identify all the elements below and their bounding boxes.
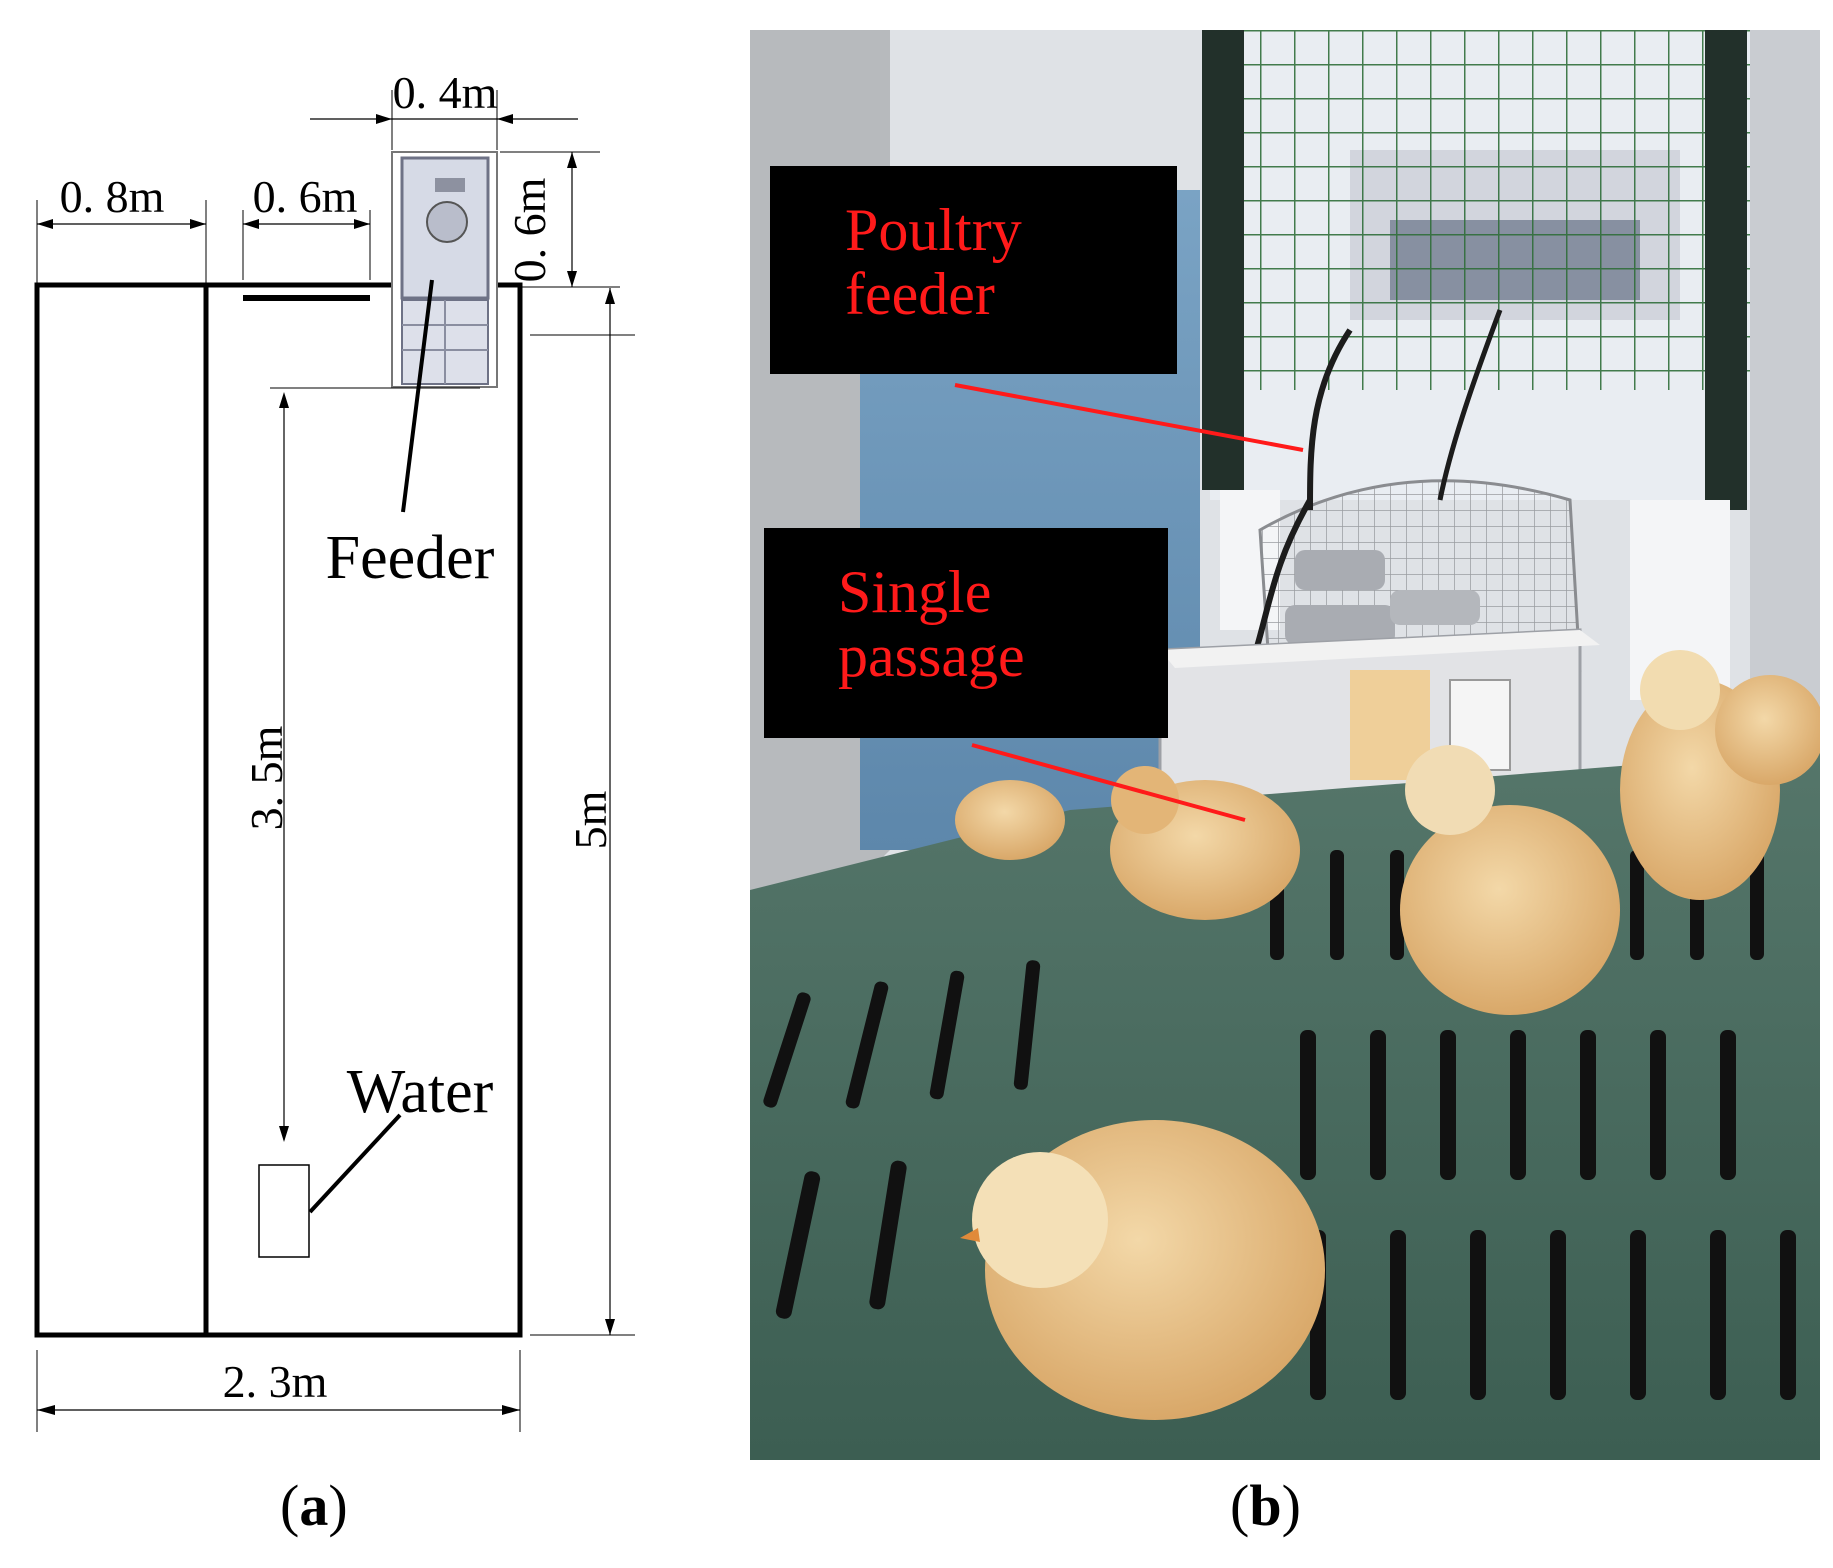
dim-label-2-3m: 2. 3m [223, 1356, 328, 1407]
feeder-label: Feeder [326, 524, 495, 592]
dimension-feeder-offset [242, 210, 371, 280]
single-passage-label-box [764, 528, 1168, 738]
dimension-feeder-to-water [270, 387, 480, 1142]
floor-plan-diagram: 0. 4m 0. 8m 0. 6m 0. 6m [34, 67, 635, 1432]
dim-label-5m: 5m [565, 790, 616, 849]
dim-label-0-4m: 0. 4m [393, 67, 498, 118]
dimension-left-corridor [36, 200, 207, 283]
dimension-feeder-depth [500, 151, 620, 288]
dimension-top-width [310, 90, 578, 150]
chicks [955, 650, 1825, 1420]
panel-a-caption: (a) [280, 1473, 348, 1538]
dim-label-0-6m-horizontal: 0. 6m [253, 171, 358, 222]
single-passage-label: Single passage [838, 559, 1025, 689]
dimension-total-length [530, 288, 635, 1336]
single-passage-pointer [971, 743, 1246, 822]
post-left [1202, 30, 1244, 490]
panel-b-caption: (b) [1230, 1473, 1301, 1538]
water-container [258, 1164, 310, 1258]
photo-panel: Poultry feeder Single passage [750, 30, 1825, 1460]
poultry-pen-photo [750, 30, 1825, 1460]
poultry-feeder-label-box [770, 166, 1177, 374]
poultry-feeder-device [1247, 309, 1582, 682]
dim-label-0-8m: 0. 8m [60, 171, 165, 222]
water-leader-line [308, 1113, 402, 1214]
feeder-device [391, 151, 498, 388]
post-right [1705, 30, 1747, 510]
poultry-feeder-pointer [954, 383, 1304, 452]
pen-outline [34, 282, 523, 1338]
poultry-feeder-label: Poultry feeder [845, 197, 1022, 327]
dim-label-0-6m-vertical: 0. 6m [504, 177, 555, 282]
dimension-total-width [36, 1350, 521, 1432]
dim-label-3-5m: 3. 5m [241, 725, 292, 830]
feeder-leader-line [401, 279, 434, 513]
floor-plan-panel: 0. 4m 0. 8m 0. 6m 0. 6m [0, 0, 700, 1520]
water-label: Water [347, 1058, 494, 1126]
